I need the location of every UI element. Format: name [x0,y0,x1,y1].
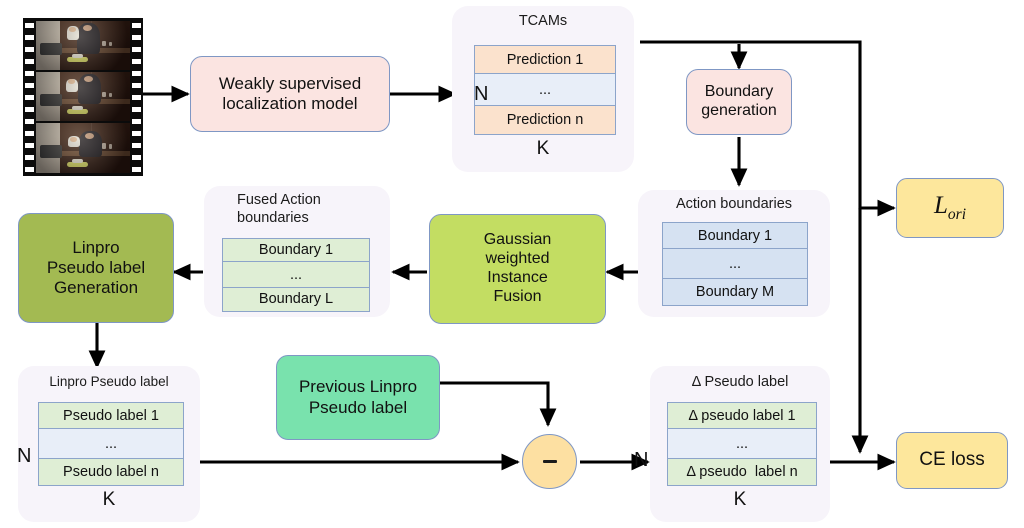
video-frame-1 [36,21,130,70]
delta-pseudo-label-panel: Δ Pseudo label Δ pseudo label 1 ... Δ ps… [650,366,830,522]
tcams-row-0: Prediction 1 [475,46,615,75]
tcams-panel: TCAMs Prediction 1 ... Prediction n K [452,6,634,172]
arrow-previous-linpro-to-minus [440,381,557,427]
delta-pseudo-label-row-1: ... [668,429,816,459]
previous-linpro-pseudo-label-node[interactable]: Previous Linpro Pseudo label [276,355,440,440]
linpro-pseudo-label-stack: Pseudo label 1 ... Pseudo label n [38,402,184,486]
delta-pseudo-label-row-0: Δ pseudo label 1 [668,403,816,430]
linpro-pseudo-label-panel: Linpro Pseudo label Pseudo label 1 ... P… [18,366,200,522]
linpro-pseudo-label-row-1: ... [39,429,183,459]
gaussian-weighted-instance-fusion-node[interactable]: Gaussian weighted Instance Fusion [429,214,606,324]
delta-pseudo-label-row-2: Δ pseudo label n [668,458,816,485]
l-ori-label: Lori [934,192,966,224]
video-frame-3 [36,123,130,173]
action-boundaries-row-1: ... [663,249,807,279]
tcams-title: TCAMs [518,13,568,29]
action-boundaries-row-0: Boundary 1 [663,223,807,250]
filmstrip-perforations-right [132,18,141,176]
weakly-supervised-localization-model-node[interactable]: Weakly supervised localization model [190,56,390,132]
video-frame-2 [36,72,130,121]
video-filmstrip [23,18,143,176]
linpro-pseudo-label-generation-node[interactable]: Linpro Pseudo label Generation [18,213,174,323]
tcams-dim-n: N [474,83,489,105]
linpro-pseudo-label-dim-k: K [102,489,116,510]
filmstrip-frames [36,21,130,173]
delta-pseudo-label-dim-n: N [634,449,649,471]
fused-action-boundaries-row-1: ... [223,262,369,288]
action-boundaries-panel: Action boundaries Boundary 1 ... Boundar… [638,190,830,317]
delta-pseudo-label-stack: Δ pseudo label 1 ... Δ pseudo label n [667,402,817,486]
minus-operator-node[interactable] [522,434,577,489]
tcams-dim-k: K [536,138,550,159]
delta-pseudo-label-dim-k: K [733,489,747,510]
action-boundaries-title: Action boundaries [675,196,793,212]
tcams-row-1: ... [475,74,615,106]
fused-action-boundaries-row-0: Boundary 1 [223,239,369,263]
fused-action-boundaries-stack: Boundary 1 ... Boundary L [222,238,370,312]
delta-pseudo-label-title: Δ Pseudo label [691,374,789,390]
linpro-pseudo-label-row-2: Pseudo label n [39,458,183,485]
fused-action-boundaries-row-2: Boundary L [223,287,369,311]
action-boundaries-stack: Boundary 1 ... Boundary M [662,222,808,306]
fused-action-boundaries-panel: Fused Action boundaries Boundary 1 ... B… [204,186,390,317]
action-boundaries-row-2: Boundary M [663,278,807,305]
linpro-pseudo-label-title: Linpro Pseudo label [49,374,169,389]
linpro-pseudo-label-row-0: Pseudo label 1 [39,403,183,430]
ce-loss-node[interactable]: CE loss [896,432,1008,489]
minus-icon [542,459,557,464]
filmstrip-perforations-left [25,18,34,176]
tcams-stack: Prediction 1 ... Prediction n [474,45,616,135]
linpro-pseudo-label-dim-n: N [17,445,32,467]
tcams-row-2: Prediction n [475,105,615,134]
fused-action-boundaries-title: Fused Action boundaries [237,192,321,226]
boundary-generation-node[interactable]: Boundary generation [686,69,792,135]
l-ori-loss-node[interactable]: Lori [896,178,1004,238]
